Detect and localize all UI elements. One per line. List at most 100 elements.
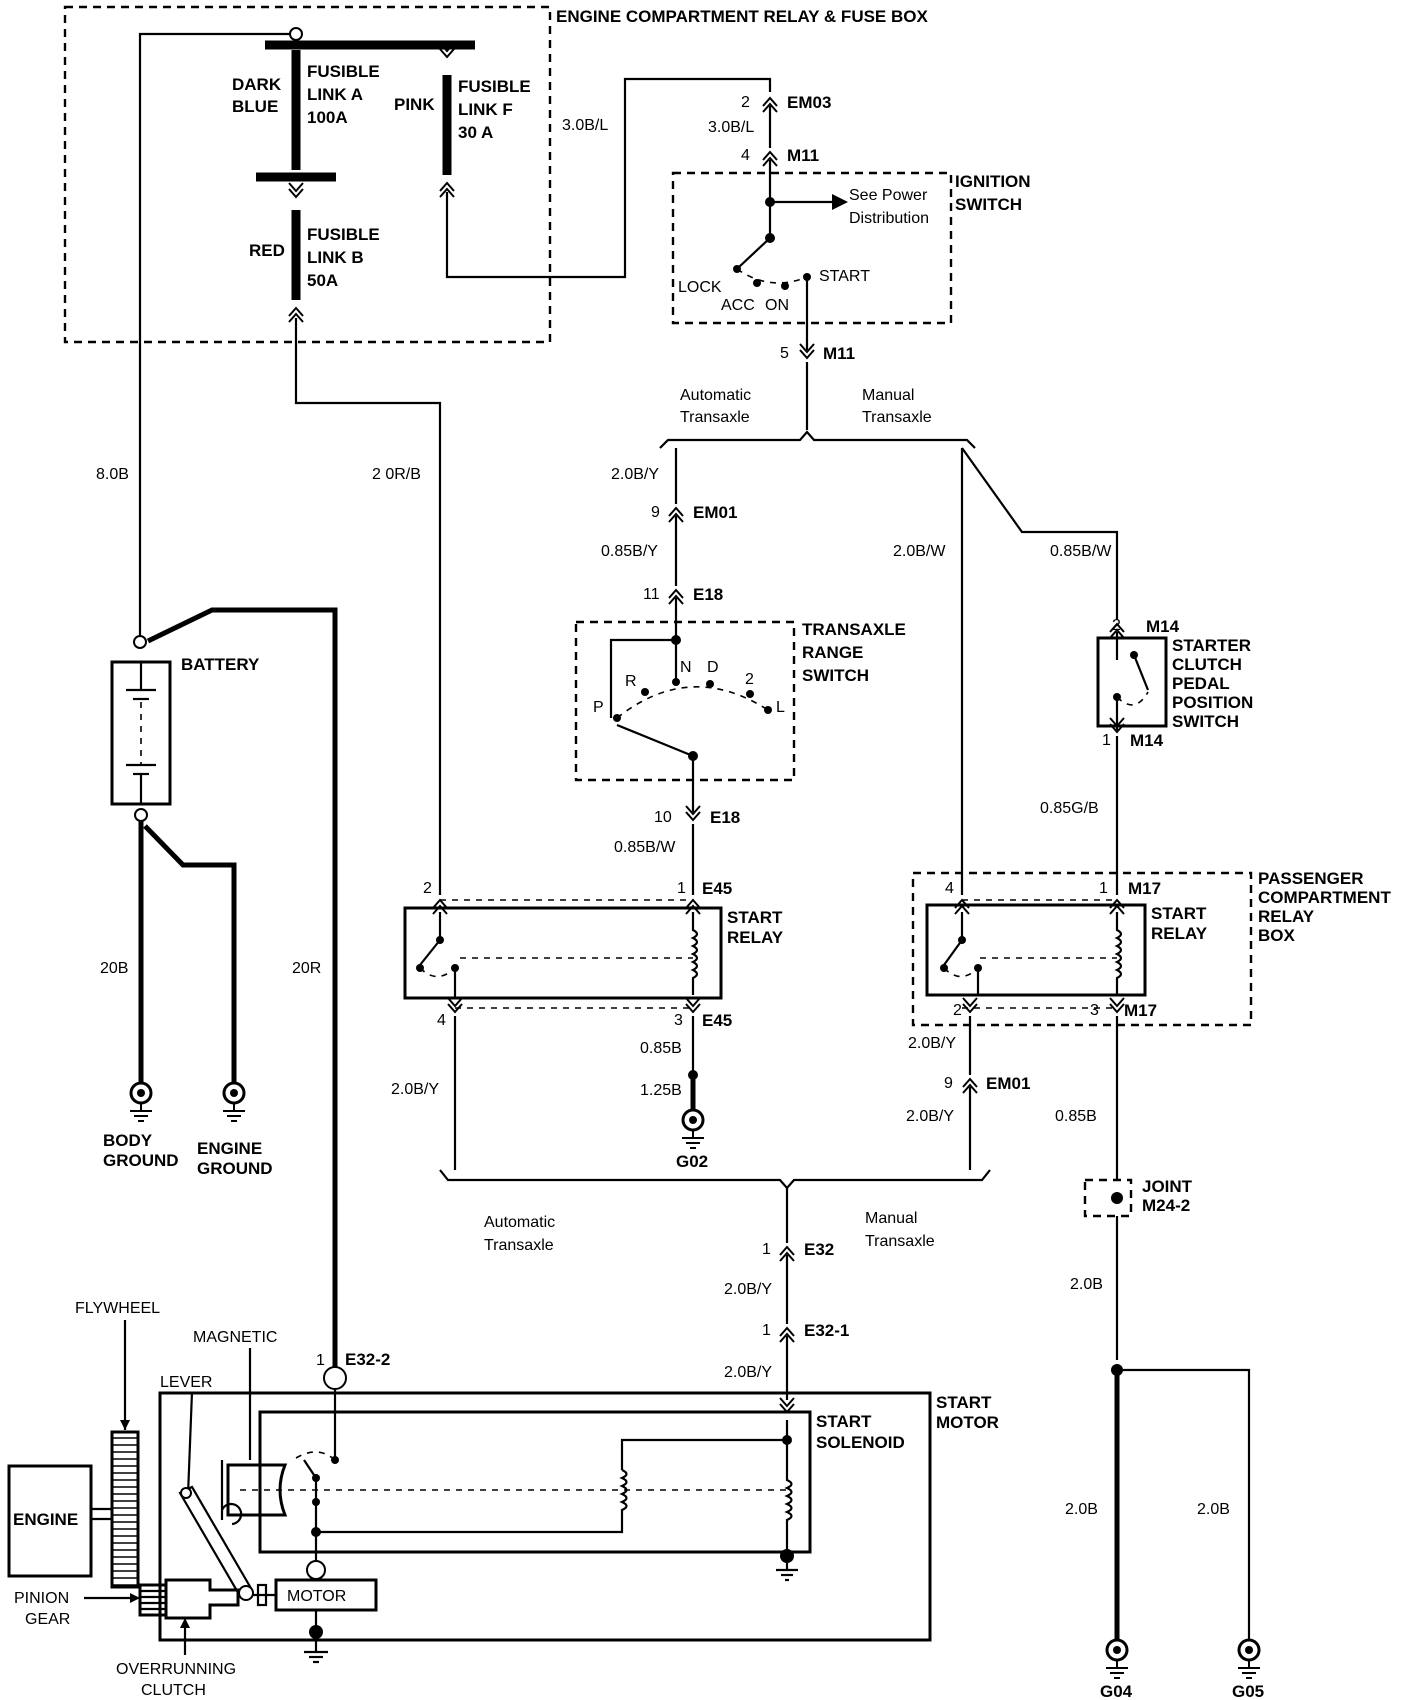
connector-m14-out-id: M14 xyxy=(1130,731,1164,750)
ground-g04-label: G04 xyxy=(1100,1682,1133,1700)
motor-ground-node xyxy=(309,1625,323,1639)
wire-label-2-0by-m17: 2.0B/Y xyxy=(908,1035,956,1052)
fusible-link-b-name-2: LINK B xyxy=(307,248,364,267)
battery-negative-terminal xyxy=(134,808,148,822)
connector-e18-in-id: E18 xyxy=(693,585,723,604)
wire-label-0-85by: 0.85B/Y xyxy=(601,543,658,560)
range-pos-l xyxy=(764,706,772,714)
clutch-arrow-icon xyxy=(180,1618,190,1628)
wire-engine-ground xyxy=(143,824,237,1085)
passenger-relay-box-label-2: COMPARTMENT xyxy=(1258,888,1391,907)
lever-pivot-bottom xyxy=(238,1585,254,1601)
range-pos-r xyxy=(641,688,649,696)
connector-e32-2-id: E32-2 xyxy=(345,1350,390,1369)
connector-m11-out-id: M11 xyxy=(823,344,855,363)
wire-label-0-85b-e45: 0.85B xyxy=(640,1040,682,1057)
ground-body-label-1: BODY xyxy=(103,1131,153,1150)
start-solenoid-outline xyxy=(258,1410,812,1554)
connector-e32-id: E32 xyxy=(804,1240,834,1259)
power-distribution-arrow-icon xyxy=(832,194,848,210)
range-switch-park-bypass xyxy=(609,638,676,718)
engine-relay-box-label: ENGINE COMPARTMENT RELAY & FUSE BOX xyxy=(556,7,928,26)
fusible-link-f-name-2: LINK F xyxy=(458,100,513,119)
connector-m17-p3-pin: 3 xyxy=(1090,1002,1099,1019)
ground-g02-label: G02 xyxy=(676,1152,708,1171)
connector-e45-p1-pin: 1 xyxy=(677,880,686,897)
wire-label-2-0by-em01: 2.0B/Y xyxy=(906,1108,954,1125)
connector-e32-pin: 1 xyxy=(762,1241,771,1258)
fusible-link-a-color: DARK xyxy=(232,75,282,94)
ground-engine-label-2: GROUND xyxy=(197,1159,273,1178)
pinion-gear xyxy=(138,1583,168,1617)
start-relay-manual-label-2: RELAY xyxy=(1151,924,1208,943)
start-relay-manual-label-1: START xyxy=(1151,904,1207,923)
ground-engine-icon xyxy=(221,1081,247,1123)
connector-e45-p3-pin: 3 xyxy=(674,1012,683,1029)
connector-e45-p3-id: E45 xyxy=(702,1011,732,1030)
bottom-branch-auto-2: Transaxle xyxy=(484,1237,554,1254)
start-relay-manual-coil xyxy=(1114,912,1123,995)
ground-body-label-2: GROUND xyxy=(103,1151,179,1170)
engine-label: ENGINE xyxy=(13,1510,78,1529)
range-switch-arc xyxy=(616,686,769,719)
start-motor-label-2: MOTOR xyxy=(936,1413,999,1432)
transaxle-range-switch-label-2: RANGE xyxy=(802,643,863,662)
motor-coupler xyxy=(256,1583,268,1607)
connector-m14-in-id: M14 xyxy=(1146,617,1180,636)
fusible-link-f-name: FUSIBLE xyxy=(458,77,531,96)
fusible-link-f-color: PINK xyxy=(394,95,435,114)
solenoid-motor-node xyxy=(311,1527,321,1537)
solenoid-contact-blade xyxy=(303,1459,317,1479)
top-branch-brace xyxy=(659,430,976,449)
battery-positive-terminal xyxy=(133,635,147,649)
joint-label-2: M24-2 xyxy=(1142,1196,1190,1215)
connector-em01-auto-pin: 9 xyxy=(651,504,660,521)
start-motor-outline xyxy=(158,1391,932,1642)
pinion-arrow-icon xyxy=(130,1593,140,1603)
transaxle-range-switch-outline xyxy=(574,620,796,782)
wire-label-20b: 20B xyxy=(100,960,128,977)
ignition-switch-label-1: IGNITION xyxy=(955,172,1031,191)
range-pos-n xyxy=(672,678,680,686)
ignition-pos-on-label: ON xyxy=(765,297,789,314)
bottom-branch-brace xyxy=(439,1169,991,1190)
wire-label-0-85bw-manual: 0.85B/W xyxy=(1050,543,1112,560)
wire-label-0-85gb: 0.85G/B xyxy=(1040,800,1099,817)
ignition-pos-lock-label: LOCK xyxy=(678,279,722,296)
wire-label-2-0rb: 2 0R/B xyxy=(372,466,421,483)
range-d-label: D xyxy=(707,659,719,676)
magnetic-label: MAGNETIC xyxy=(193,1329,277,1346)
wire-label-20r: 20R xyxy=(292,960,321,977)
transaxle-range-switch-label-1: TRANSAXLE xyxy=(802,620,906,639)
start-relay-manual-swing xyxy=(943,967,979,978)
fusible-link-b-color: RED xyxy=(249,241,285,260)
lever-leader xyxy=(186,1391,194,1496)
pinion-gear-label-1: PINION xyxy=(14,1590,69,1607)
fusible-link-b-rating: 50A xyxy=(307,271,338,290)
fusible-link-b-name: FUSIBLE xyxy=(307,225,380,244)
range-pos-d xyxy=(706,680,714,688)
solenoid-pull-in-lead xyxy=(620,1438,787,1470)
flywheel-teeth-icon xyxy=(112,1437,138,1586)
top-branch-manual-2: Transaxle xyxy=(862,409,932,426)
lever-rotation-icon xyxy=(220,1502,243,1526)
connector-m17-p3-id: M17 xyxy=(1124,1001,1157,1020)
fusible-link-f-rating: 30 A xyxy=(458,123,493,142)
solenoid-hold-in-coil xyxy=(784,1440,793,1556)
wire-label-3-0bl-a: 3.0B/L xyxy=(562,117,608,134)
ground-g02-icon xyxy=(680,1108,706,1150)
range-pos-2 xyxy=(746,690,754,698)
joint-m24-2-node xyxy=(1111,1192,1123,1204)
clutch-switch-label-2: CLUTCH xyxy=(1172,655,1242,674)
fusible-link-a-rating: 100A xyxy=(307,108,348,127)
wire-label-2-0b-joint: 2.0B xyxy=(1070,1276,1103,1293)
start-relay-auto-swing xyxy=(419,967,456,978)
connector-em01-manual-id: EM01 xyxy=(986,1074,1030,1093)
bottom-branch-manual-1: Manual xyxy=(865,1210,917,1227)
connector-m14-in-pin: 2 xyxy=(1112,617,1121,634)
ignition-pos-acc-label: ACC xyxy=(721,297,755,314)
wire-label-2-0by-e32-1: 2.0B/Y xyxy=(724,1364,772,1381)
clutch-switch-swing xyxy=(1116,691,1149,706)
wire-label-2-0b-g04: 2.0B xyxy=(1065,1501,1098,1518)
connector-em03-pin: 2 xyxy=(741,94,750,111)
